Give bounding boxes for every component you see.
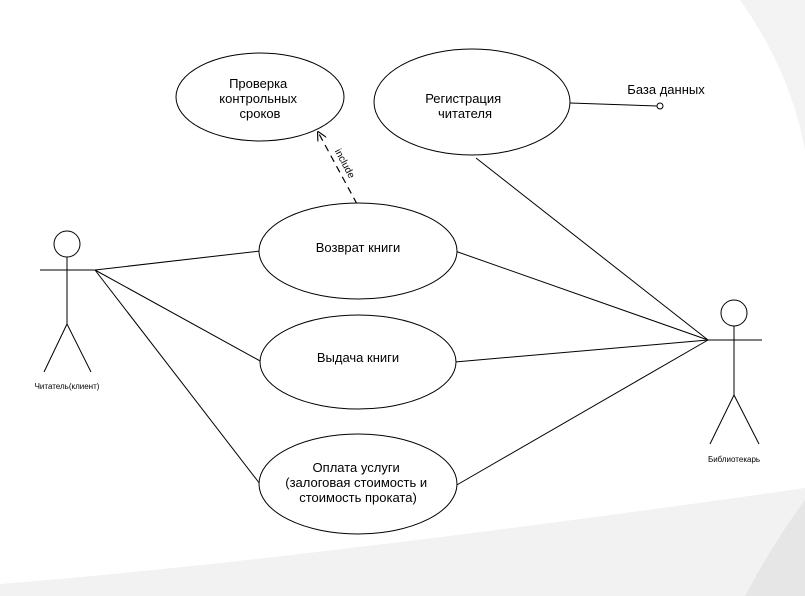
actor-librarian-name: Библиотекарь [708, 455, 760, 464]
use-case-issue-book[interactable]: Выдача книги [259, 314, 457, 410]
use-case-check-deadlines[interactable]: Проверка контрольных сроков [175, 52, 345, 142]
actor-right-leg [733, 394, 760, 445]
assoc-librarian-issue [454, 339, 709, 363]
assoc-librarian-register [475, 157, 709, 341]
assoc-reader-issue [94, 269, 263, 363]
use-case-ellipse [259, 314, 457, 410]
database-label: База данных [627, 82, 705, 97]
use-case-label: Выдача книги [317, 350, 399, 365]
use-case-register-reader[interactable]: Регистрация читателя [373, 48, 571, 156]
actor-left-leg [709, 394, 735, 445]
include-arrow [318, 132, 358, 205]
actor-head [53, 230, 81, 258]
use-case-label: Проверка контрольных сроков [219, 76, 300, 121]
actor-reader-name: Читатель(клиент) [35, 382, 100, 391]
assoc-reader-return [94, 250, 261, 271]
use-case-ellipse [175, 52, 345, 142]
use-case-label: Регистрация читателя [425, 91, 505, 121]
actor-head [720, 299, 748, 327]
associations [94, 102, 709, 487]
corner-swoosh-top [740, 0, 805, 150]
use-case-ellipse [258, 433, 458, 535]
bottom-swoosh-light [0, 488, 805, 596]
actor-left-leg [43, 323, 68, 373]
use-case-label: Оплата услуги (залоговая стоимость и сто… [285, 460, 431, 505]
bottom-swoosh-dark [745, 500, 805, 596]
database-interface-icon [656, 102, 664, 110]
include-label: include [332, 147, 357, 181]
use-case-label: Возврат книги [316, 240, 401, 255]
actor-librarian[interactable] [708, 299, 762, 445]
use-case-ellipse [373, 48, 571, 156]
use-case-return-book[interactable]: Возврат книги [258, 202, 458, 300]
actor-reader[interactable] [40, 230, 95, 373]
assoc-librarian-return [454, 250, 709, 341]
use-case-ellipse [258, 202, 458, 300]
assoc-librarian-payment [454, 339, 709, 487]
interface-line-database [569, 102, 658, 107]
actor-right-leg [66, 323, 92, 373]
use-case-payment[interactable]: Оплата услуги (залоговая стоимость и сто… [258, 433, 458, 535]
assoc-reader-payment [94, 269, 261, 485]
